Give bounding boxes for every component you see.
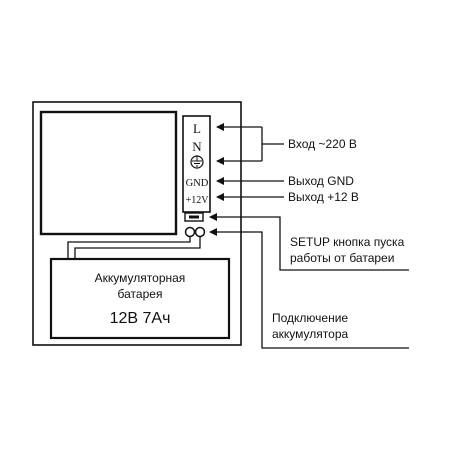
terminal-l: L: [193, 121, 201, 136]
label-output-12v: Выход +12 В: [288, 190, 359, 204]
terminal-gnd: GND: [186, 178, 209, 189]
label-battery-connection-line2: аккумулятора: [272, 327, 349, 341]
battery-terminal-icon: [184, 226, 206, 238]
battery-wire-outer: [67, 236, 191, 259]
label-input-220v: Вход ~220 В: [288, 137, 357, 151]
terminal-n: N: [192, 139, 202, 154]
label-setup-line2: работы от батареи: [290, 251, 394, 265]
battery-box: [49, 257, 231, 340]
label-setup-line1: SETUP кнопка пуска: [290, 235, 405, 249]
input-220v-connector: [216, 123, 284, 165]
battery-rating: 12В 7Ач: [110, 310, 171, 327]
label-output-gnd: Выход GND: [288, 174, 354, 188]
setup-button-icon: [184, 212, 204, 222]
battery-label-line2: батарея: [118, 287, 163, 301]
battery-label-line1: Аккумуляторная: [95, 271, 186, 285]
setup-lead-line: [209, 213, 409, 271]
battery-connection-lead-line: [209, 228, 409, 349]
terminal-strip: [182, 115, 211, 213]
power-module: [39, 110, 178, 236]
label-battery-connection-line1: Подключение: [272, 311, 348, 325]
enclosure-outer: [32, 101, 242, 346]
terminal-12v: +12V: [186, 195, 210, 206]
ground-symbol-icon: [190, 155, 204, 169]
battery-wire-inner: [74, 236, 201, 259]
